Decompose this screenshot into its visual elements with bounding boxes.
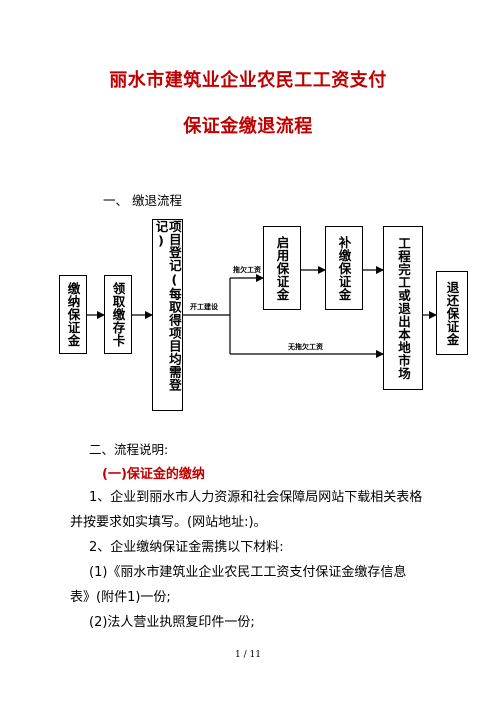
box-activate-deposit: 启用保证金 xyxy=(263,226,301,310)
box-project-register-label: 项目登记(每取得项目均需登记) xyxy=(153,220,182,392)
para-3b: 表》(附件1)一份; xyxy=(70,590,171,605)
box-get-card-label: 领取缴存卡 xyxy=(110,282,126,347)
section2-heading: 二、流程说明: xyxy=(89,442,169,457)
edge-label-no-arrears: 无拖欠工资 xyxy=(288,343,323,351)
box-pay-deposit: 缴纳保证金 xyxy=(59,275,87,354)
box-refund-deposit-label: 退还保证金 xyxy=(444,280,460,346)
doc-title-line1: 丽水市建筑业企业农民工工资支付 xyxy=(109,70,387,91)
edge-label-arrears: 拖欠工资 xyxy=(233,266,261,274)
box-project-register: 项目登记(每取得项目均需登记) xyxy=(152,219,183,411)
box-get-card: 领取缴存卡 xyxy=(104,275,132,354)
box-replenish-deposit-label: 补缴保证金 xyxy=(336,235,352,301)
edge-label-start: 开工建设 xyxy=(190,303,218,311)
subsection-deposit-payment: (一)保证金的缴纳 xyxy=(102,467,205,482)
para-1a: 1、企业到丽水市人力资源和社会保障局网站下载相关表格 xyxy=(89,490,423,505)
para-3a: (1)《丽水市建筑业企业农民工工资支付保证金缴存信息 xyxy=(89,565,407,580)
doc-title-line2: 保证金缴退流程 xyxy=(183,116,313,137)
box-project-complete: 工程完工或退出本地市场 xyxy=(383,226,423,390)
page-number: 1 / 11 xyxy=(235,650,261,660)
box-replenish-deposit: 补缴保证金 xyxy=(325,226,363,310)
box-project-complete-label: 工程完工或退出本地市场 xyxy=(396,236,411,380)
section1-heading: 一、 缴退流程 xyxy=(103,193,182,208)
para-4: (2)法人营业执照复印件一份; xyxy=(89,615,255,630)
box-pay-deposit-label: 缴纳保证金 xyxy=(65,282,81,347)
box-refund-deposit: 退还保证金 xyxy=(436,271,468,355)
para-2: 2、企业缴纳保证金需携以下材料: xyxy=(89,540,284,555)
box-activate-deposit-label: 启用保证金 xyxy=(274,235,290,301)
para-1b: 并按要求如实填写。(网站地址:)。 xyxy=(70,515,267,530)
